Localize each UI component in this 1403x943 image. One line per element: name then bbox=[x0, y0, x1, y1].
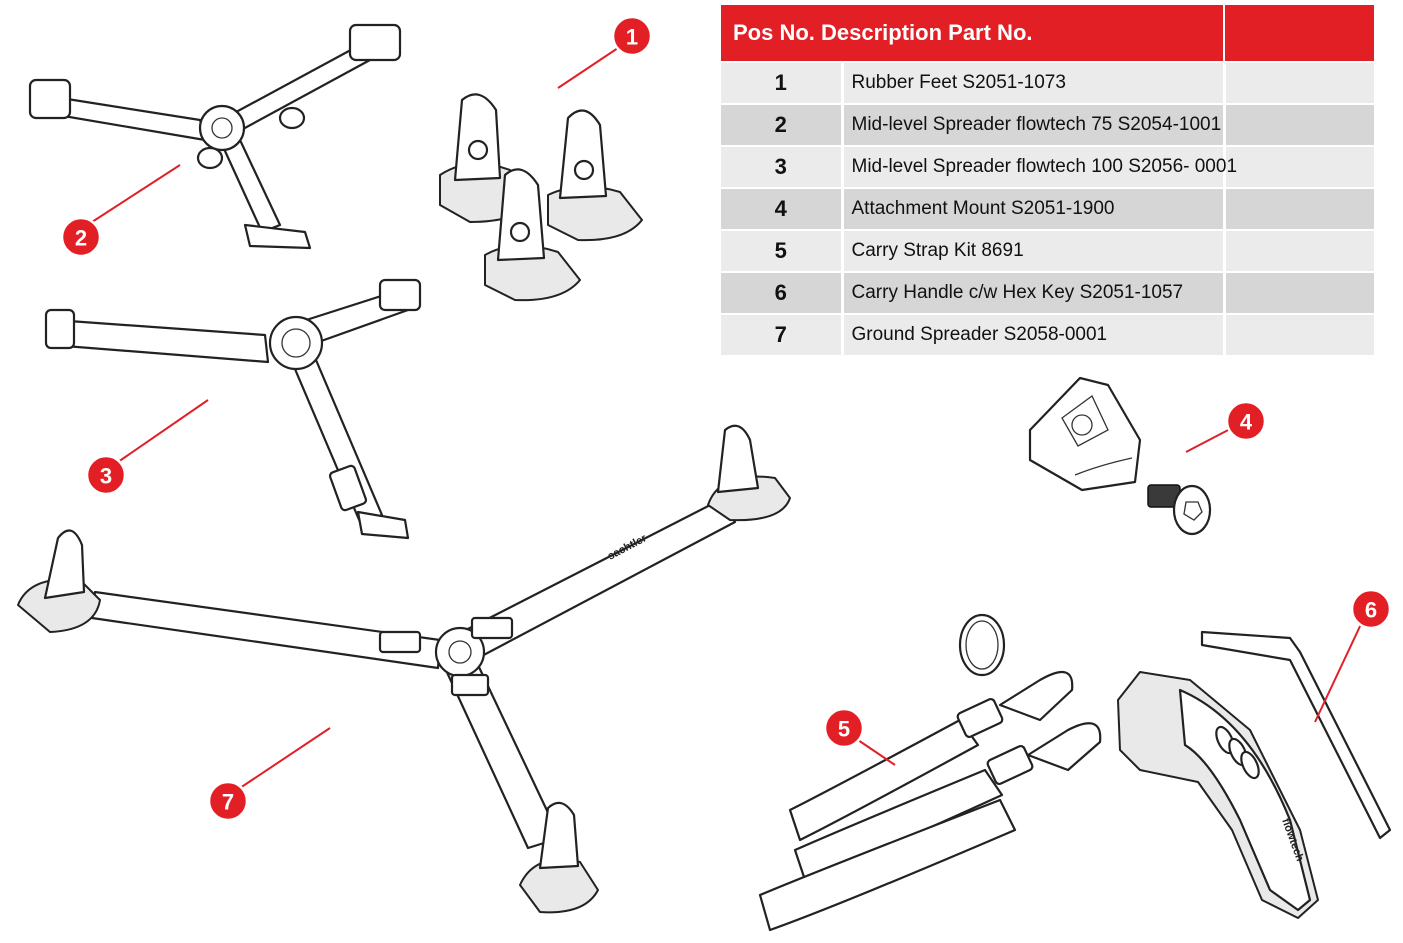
rubber-feet bbox=[439, 93, 643, 302]
attachment-mount bbox=[1028, 376, 1212, 536]
table-row: 6 Carry Handle c/w Hex Key S2051-1057 bbox=[721, 271, 1377, 314]
spreader-foot-bottom bbox=[519, 801, 599, 914]
empty-cell bbox=[1224, 103, 1377, 146]
leader-lines bbox=[91, 47, 1363, 789]
pos-number: 2 bbox=[721, 103, 844, 146]
empty-cell bbox=[1224, 271, 1377, 314]
rubber-foot-2 bbox=[547, 109, 643, 242]
table-row: 1 Rubber Feet S2051-1073 bbox=[721, 61, 1377, 104]
spreader-foot-right bbox=[707, 424, 791, 522]
svg-text:4: 4 bbox=[1240, 410, 1253, 435]
svg-text:2: 2 bbox=[75, 226, 87, 251]
spreader-foot-left bbox=[17, 529, 101, 633]
callout-6: 6 bbox=[1350, 588, 1392, 630]
rubber-foot-3 bbox=[484, 168, 581, 302]
carry-strap-kit bbox=[758, 613, 1102, 932]
table-row: 3 Mid-level Spreader flowtech 100 S2056-… bbox=[721, 145, 1377, 188]
callout-5: 5 bbox=[823, 707, 865, 749]
empty-cell bbox=[1224, 313, 1377, 355]
mid-level-spreader-100 bbox=[44, 278, 422, 540]
part-description: Carry Strap Kit 8691 bbox=[842, 229, 1226, 272]
svg-text:3: 3 bbox=[100, 464, 112, 489]
table-header-blank bbox=[1224, 5, 1376, 62]
pos-number: 1 bbox=[721, 61, 844, 104]
table-header-main: Pos No. Description Part No. bbox=[721, 5, 1225, 62]
callout-3: 3 bbox=[85, 454, 127, 496]
empty-cell bbox=[1224, 61, 1377, 104]
callout-7: 7 bbox=[207, 780, 249, 822]
part-description: Mid-level Spreader flowtech 100 S2056- 0… bbox=[842, 145, 1237, 188]
mid-level-spreader-75 bbox=[28, 23, 402, 250]
split-ring bbox=[958, 613, 1006, 677]
parts-list-table: Pos No. Description Part No. 1 Rubber Fe… bbox=[721, 5, 1377, 355]
svg-text:1: 1 bbox=[626, 25, 638, 50]
svg-text:7: 7 bbox=[222, 790, 234, 815]
table-row: 2 Mid-level Spreader flowtech 75 S2054-1… bbox=[721, 103, 1377, 146]
pos-number: 4 bbox=[721, 187, 844, 230]
pos-number: 3 bbox=[721, 145, 844, 188]
part-description: Ground Spreader S2058-0001 bbox=[842, 313, 1226, 355]
svg-text:5: 5 bbox=[838, 717, 850, 742]
part-description: Mid-level Spreader flowtech 75 S2054-100… bbox=[842, 103, 1226, 146]
empty-cell bbox=[1224, 229, 1377, 272]
pos-number: 6 bbox=[721, 271, 844, 314]
callout-2: 2 bbox=[60, 216, 102, 258]
mount-screw bbox=[1147, 484, 1212, 536]
ground-spreader: sachtler bbox=[17, 424, 791, 914]
part-description: Carry Handle c/w Hex Key S2051-1057 bbox=[842, 271, 1226, 314]
hex-key bbox=[1200, 630, 1392, 840]
pos-number: 5 bbox=[721, 229, 844, 272]
pos-number: 7 bbox=[721, 313, 844, 355]
part-description: Rubber Feet S2051-1073 bbox=[842, 61, 1226, 104]
part-description: Attachment Mount S2051-1900 bbox=[842, 187, 1226, 230]
carry-handle: flowtech bbox=[1117, 671, 1319, 919]
table-row: 5 Carry Strap Kit 8691 bbox=[721, 229, 1377, 272]
empty-cell bbox=[1224, 145, 1377, 188]
svg-text:6: 6 bbox=[1365, 598, 1377, 623]
table-row: 4 Attachment Mount S2051-1900 bbox=[721, 187, 1377, 230]
callout-1: 1 bbox=[611, 15, 653, 57]
table-header-row: Pos No. Description Part No. bbox=[721, 5, 1376, 62]
table-row: 7 Ground Spreader S2058-0001 bbox=[721, 313, 1377, 355]
callout-4: 4 bbox=[1225, 400, 1267, 442]
empty-cell bbox=[1224, 187, 1377, 230]
